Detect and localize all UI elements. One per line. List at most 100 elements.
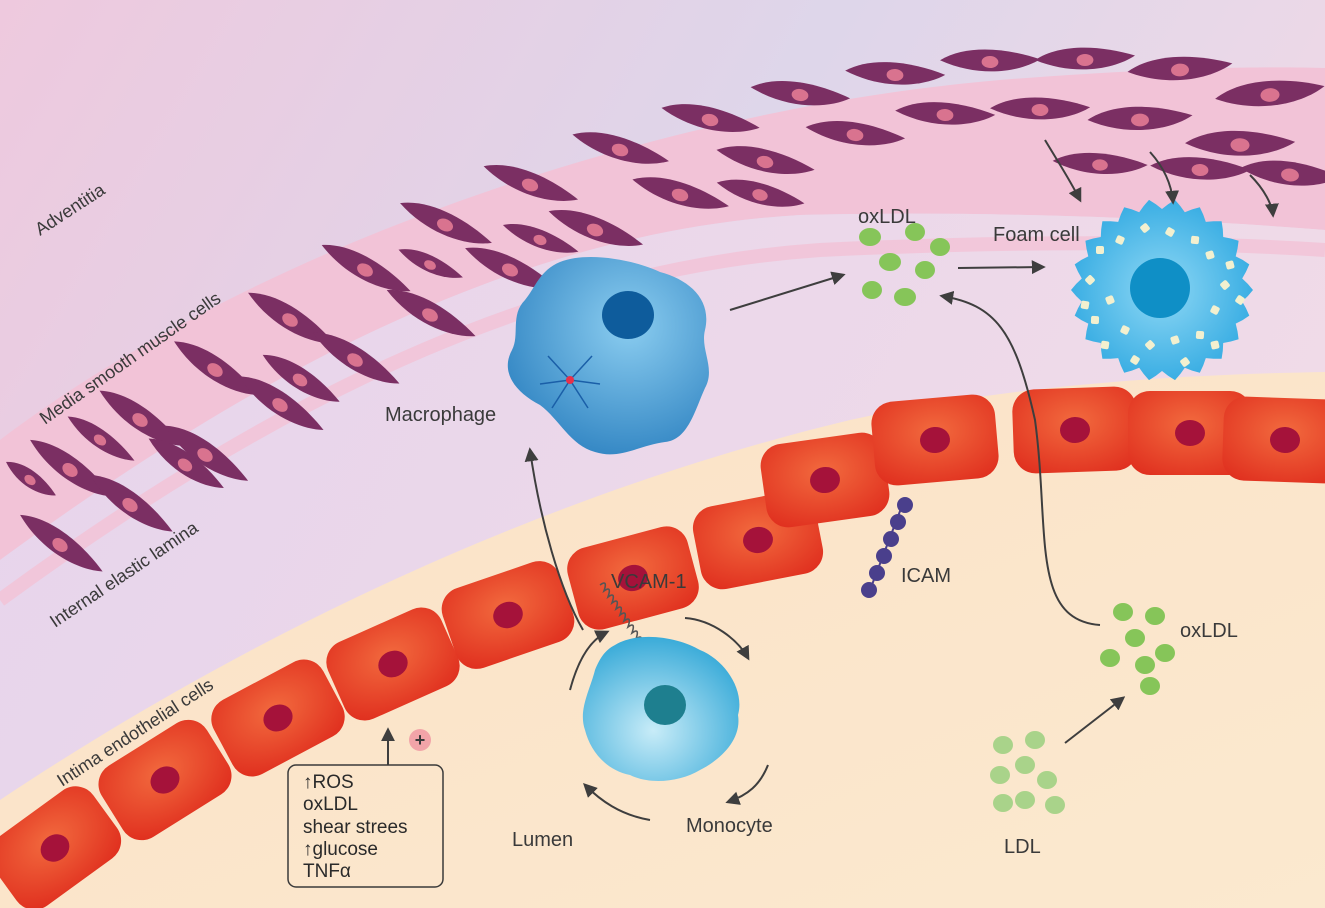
smooth-muscle-cell	[1127, 56, 1233, 81]
lipid-droplet	[1085, 275, 1095, 285]
arrow-monocyte-rotate-1	[569, 630, 610, 691]
label-oxldl-right: oxLDL	[1180, 620, 1238, 642]
smooth-muscle-cell	[90, 474, 173, 532]
endothelial-cell	[326, 607, 460, 721]
arrow-oxldl-to-intima	[939, 290, 1101, 626]
smooth-muscle-cell	[164, 425, 249, 481]
smooth-muscle-cell	[805, 121, 906, 146]
label-foam-cell: Foam cell	[993, 224, 1080, 246]
media-layer	[0, 67, 1325, 560]
arrow-smc-to-foam-1	[1044, 139, 1082, 203]
smooth-muscle-cell	[502, 224, 579, 253]
endothelial-cell	[211, 659, 345, 777]
smooth-muscle-cell	[895, 102, 996, 125]
macrophage-cell	[507, 256, 709, 455]
lipid-droplet	[1105, 295, 1115, 305]
smooth-muscle-cell	[400, 202, 492, 244]
smooth-muscle-cell	[30, 439, 113, 497]
smooth-muscle-cells	[6, 47, 1325, 572]
smooth-muscle-cell	[1150, 157, 1251, 180]
smooth-muscle-cell	[248, 292, 335, 344]
arrow-smc-to-foam-3	[1249, 174, 1279, 218]
endothelial-cell	[1128, 391, 1252, 475]
lipid-droplet	[1210, 305, 1220, 315]
stimulus-line-3: shear strees	[303, 817, 408, 838]
endothelial-cell	[1222, 396, 1325, 484]
endothelial-cell	[871, 394, 999, 486]
lipid-droplet	[1190, 235, 1200, 245]
label-macrophage: Macrophage	[385, 404, 496, 426]
arrow-ldl-to-oxldl	[1064, 696, 1126, 744]
smooth-muscle-cell	[1087, 106, 1193, 131]
smooth-muscle-cell	[6, 461, 56, 496]
smooth-muscle-cell	[239, 376, 324, 430]
lipid-droplet	[1100, 340, 1110, 350]
lipid-droplet	[1130, 355, 1140, 365]
arrow-monocyte-rotate-3	[725, 764, 769, 805]
lipid-droplet	[1210, 340, 1220, 350]
endothelial-cells	[0, 386, 1325, 908]
smooth-muscle-cell	[716, 179, 805, 207]
smooth-muscle-cell	[465, 247, 557, 289]
monocyte-cell	[582, 636, 740, 782]
lipid-droplet	[1235, 295, 1245, 305]
arrow-macrophage-to-oxldl	[729, 271, 846, 311]
plus-symbol: +	[415, 730, 426, 750]
smooth-muscle-cell	[262, 354, 340, 402]
stimulus-line-5: TNFα	[303, 861, 351, 882]
label-ldl: LDL	[1004, 836, 1041, 858]
lipid-droplet	[1120, 325, 1130, 335]
endothelial-cell	[98, 719, 232, 841]
lipid-droplet	[1115, 235, 1125, 245]
smooth-muscle-cell	[1185, 130, 1296, 156]
lipid-droplet	[1080, 300, 1090, 310]
smooth-muscle-cell	[716, 146, 815, 174]
lipid-droplet	[1145, 340, 1155, 350]
smooth-muscle-cell	[940, 49, 1041, 72]
stimuli-box	[287, 764, 444, 888]
endothelial-cell	[0, 786, 122, 908]
smooth-muscle-cell	[1052, 152, 1148, 174]
lipid-droplet	[1170, 335, 1180, 345]
arrow-oxldl-to-foam-cell	[957, 260, 1046, 275]
icam-molecule	[861, 497, 913, 598]
stimulus-line-4: ↑glucose	[303, 839, 378, 860]
smooth-muscle-cell	[313, 332, 400, 384]
smooth-muscle-cell	[1035, 47, 1135, 70]
label-oxldl-top: oxLDL	[858, 206, 916, 228]
smooth-muscle-cell	[148, 438, 224, 489]
label-monocyte: Monocyte	[686, 815, 773, 837]
smooth-muscle-cell	[632, 177, 729, 209]
smooth-muscle-cell	[572, 132, 669, 164]
smooth-muscle-cell	[174, 341, 259, 395]
smooth-muscle-cell	[750, 81, 851, 106]
smooth-muscle-cell	[1215, 80, 1325, 107]
arrow-monocyte-to-macrophage	[524, 447, 584, 631]
pathway-arrows	[381, 139, 1279, 821]
smooth-muscle-cell	[386, 289, 476, 337]
stimulus-line-1: ↑ROS	[303, 772, 354, 793]
ldl-particles	[990, 731, 1065, 814]
oxldl-particles-top	[859, 223, 950, 306]
ldl-receptor-icon	[539, 355, 601, 409]
endothelial-cell	[1012, 386, 1138, 474]
vcam-1-molecule	[599, 582, 643, 646]
label-lumen: Lumen	[512, 829, 573, 851]
lipid-droplet	[1195, 330, 1205, 340]
smooth-muscle-cell	[67, 416, 135, 461]
smooth-muscle-cell	[398, 249, 463, 278]
smooth-muscle-cell	[661, 104, 760, 132]
smooth-muscle-cell	[99, 390, 184, 446]
arrow-smc-to-foam-2	[1149, 151, 1180, 205]
endothelial-cell	[760, 432, 890, 528]
lipid-droplet	[1090, 315, 1100, 325]
lipid-droplet	[1165, 227, 1175, 237]
lipid-droplet	[1225, 260, 1235, 270]
smooth-muscle-cell	[845, 62, 946, 85]
arrow-monocyte-rotate-4	[583, 783, 651, 821]
lipid-droplet	[1140, 223, 1150, 233]
plus-icon	[409, 729, 431, 751]
smooth-muscle-cell	[483, 165, 579, 201]
lipid-droplet	[1220, 280, 1230, 290]
